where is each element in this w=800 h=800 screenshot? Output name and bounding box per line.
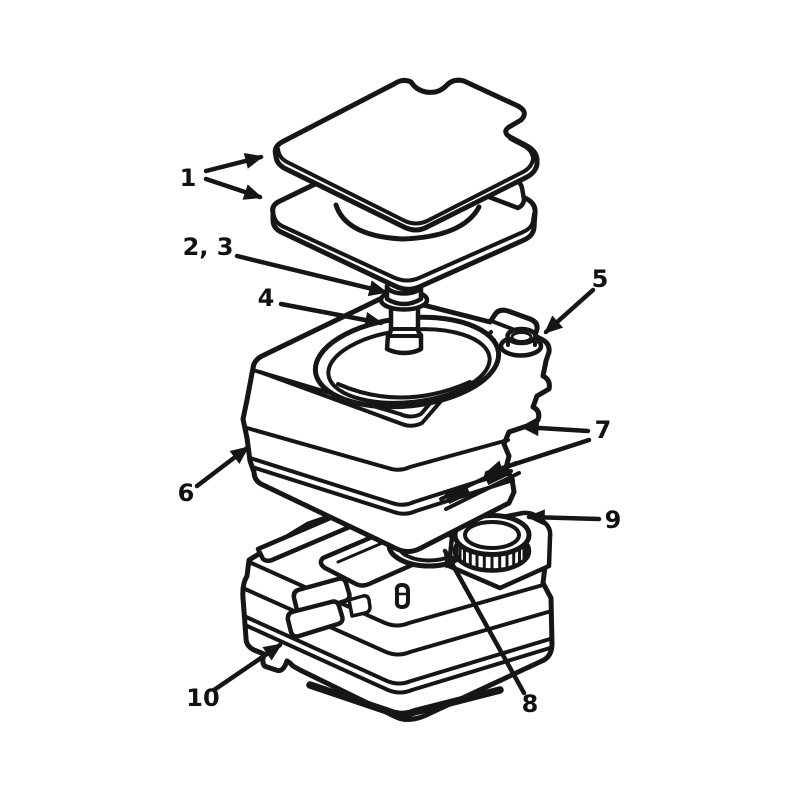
pump-stem [384,295,424,356]
callout-label-1: 1 [180,164,197,192]
callouts: 1 2, 3 4 5 6 7 8 9 10 [178,153,622,718]
flush-pump [378,276,430,356]
bowl-opening [312,314,502,410]
callout-arrow-5 [543,287,596,335]
callout-label-4: 4 [258,284,275,312]
callout-label-5: 5 [592,265,609,293]
callout-arrow-9 [526,509,602,526]
callout-label-8: 8 [522,690,539,718]
callout-arrow-6 [194,445,250,489]
callout-arrow-4 [278,301,384,329]
callout-label-9: 9 [605,506,622,534]
callout-label-7: 7 [595,416,612,444]
callout-label-2-3: 2, 3 [183,233,234,261]
callout-arrow-10 [211,642,283,693]
callout-arrow-7 [484,437,592,476]
toilet-lid [272,77,540,233]
callout-arrow-7 [520,419,591,437]
callout-arrow-2-3 [234,253,388,297]
callout-label-6: 6 [178,479,195,507]
callout-arrow-1 [203,176,263,200]
tank-base-edge [306,681,504,719]
callout-arrow-8 [442,548,527,696]
callout-label-10: 10 [186,684,219,712]
callout-arrow-1 [203,153,264,174]
vent-hole [394,583,410,609]
cap-ribs [455,540,529,572]
fill-cap [492,320,544,358]
